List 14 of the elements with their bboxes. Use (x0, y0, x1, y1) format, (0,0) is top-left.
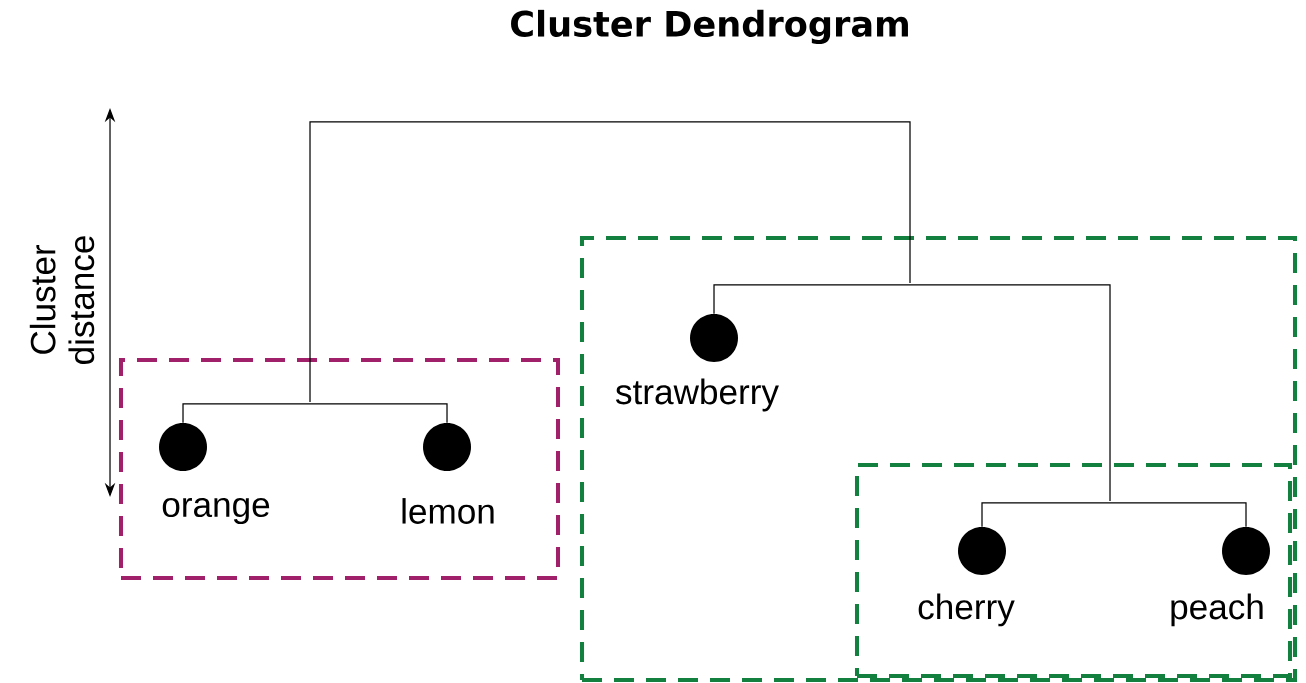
cluster-box (119, 357, 561, 580)
leaf-label: strawberry (615, 378, 779, 412)
dendrogram-link (713, 284, 1111, 502)
dendrogram-link (309, 121, 911, 403)
leaf-label: orange (162, 497, 270, 525)
cluster-box (855, 462, 1293, 678)
dendrogram-link (981, 502, 1247, 528)
leaf-label: peach (1171, 593, 1263, 627)
dendrogram-link (182, 403, 448, 424)
axis-label: Cluster distance (29, 236, 95, 364)
leaf-label: cherry (918, 593, 1015, 627)
title: Cluster Dendrogram (511, 9, 908, 45)
cluster-box (580, 235, 1298, 682)
leaf-label: lemon (402, 498, 494, 524)
